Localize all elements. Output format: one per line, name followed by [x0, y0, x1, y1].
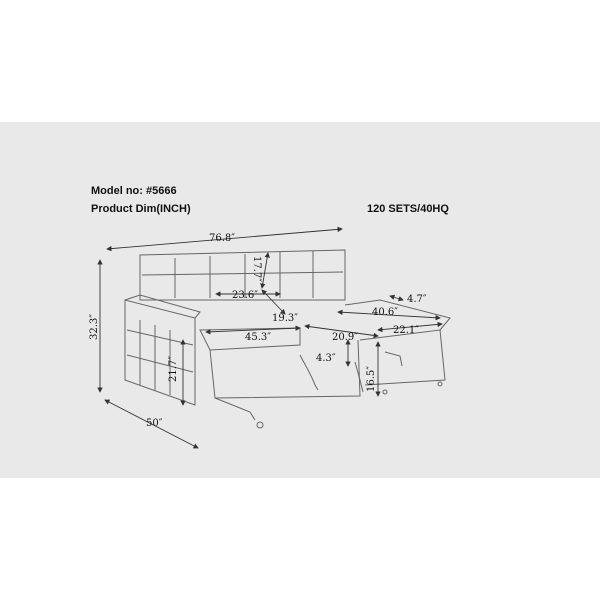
dim-chaise-length: 40.6″ [372, 307, 398, 318]
dim-bed-depth: 20.9″ [332, 332, 358, 343]
model-number: Model no: #5666 [91, 185, 177, 197]
product-dim-label: Product Dim(INCH) [91, 203, 191, 215]
dim-arm-height: 21.7″ [168, 356, 179, 382]
dim-overall-height: 32.3″ [89, 314, 100, 340]
dim-chaise-width: 22.1″ [393, 325, 419, 336]
dim-back-height: 17.7″ [251, 256, 262, 282]
dim-seat-front-depth: 19.3″ [272, 313, 298, 324]
dim-chaise-arm: 4.7″ [407, 294, 427, 305]
dim-seat-width: 45.3″ [245, 332, 271, 343]
dim-seat-height: 16.5″ [366, 366, 377, 392]
packing-quantity: 120 SETS/40HQ [367, 203, 449, 215]
dim-overall-depth: 50″ [146, 418, 163, 429]
dim-overall-width: 76.8″ [209, 233, 235, 244]
dim-seat-depth: 23.6″ [232, 290, 258, 301]
dim-leg-height: 4.3″ [316, 353, 336, 364]
sofa-outline [124, 249, 451, 429]
dimension-lines [97, 226, 443, 449]
